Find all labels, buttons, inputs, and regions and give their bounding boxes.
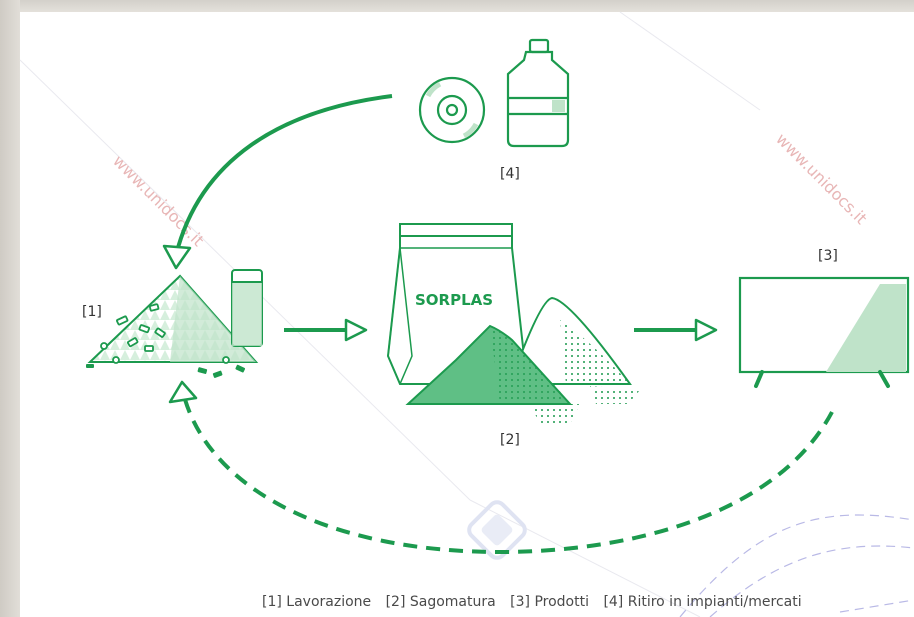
label-step-2: [2] [500,432,520,448]
pile-icon [86,269,263,378]
tv-icon [738,276,910,388]
pellet-piles [405,296,640,424]
legend: [1] Lavorazione [2] Sagomatura [3] Prodo… [262,594,812,610]
label-step-4: [4] [500,166,520,182]
watermark-lines [19,11,761,617]
arrowhead-return [162,244,192,270]
watermark-right: www.unidocs.it [772,129,871,228]
legend-item-4: [4] Ritiro in impianti/mercati [603,594,802,610]
arrow-dashed-return [182,395,834,555]
frame-top [0,0,914,12]
watermark-logo-icon [467,500,527,560]
legend-item-1: [1] Lavorazione [262,594,372,610]
label-step-1: [1] [82,304,102,320]
legend-item-2: [2] Sagomatura [385,594,496,610]
legend-item-3: [3] Prodotti [510,594,589,610]
cd-icon [418,76,486,144]
frame-left [0,0,20,617]
arrow-return [174,94,393,256]
bag-label: SORPLAS [415,291,493,309]
watermark-curves [679,514,914,617]
water-jug-icon [506,38,570,148]
arrowhead-dashed-return [168,380,198,404]
watermark-left: www.unidocs.it [109,151,208,250]
arrowhead-2-to-3 [694,318,718,342]
label-step-3: [3] [818,248,838,264]
arrowhead-1-to-2 [344,318,368,342]
